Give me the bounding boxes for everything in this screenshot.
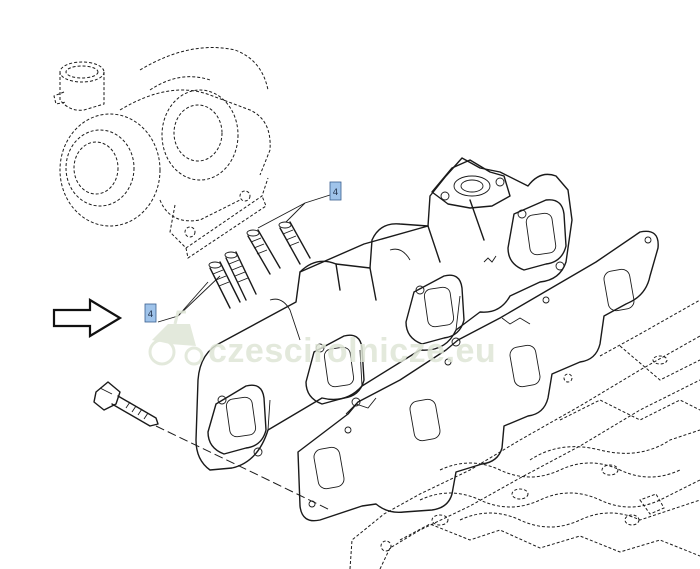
stud xyxy=(278,221,311,265)
stud xyxy=(208,261,241,309)
outline-arrow-right-icon xyxy=(52,298,123,338)
cylinder-head xyxy=(349,299,700,569)
stud xyxy=(224,251,257,301)
manifold-gasket xyxy=(297,230,659,522)
manifold-port xyxy=(405,274,465,347)
stud xyxy=(246,229,281,275)
manifold-bolt xyxy=(93,381,159,427)
gasket-port xyxy=(409,358,452,442)
callout-number: 4 xyxy=(148,310,154,320)
callout-label[interactable]: 4 xyxy=(329,181,342,201)
callout-label[interactable]: 4 xyxy=(144,303,157,323)
leader-lines xyxy=(157,194,331,323)
studs xyxy=(208,221,311,309)
gasket-port xyxy=(509,296,550,388)
callout-number: 4 xyxy=(333,188,339,198)
assembly-axis xyxy=(155,425,331,511)
manifold-port xyxy=(207,384,267,457)
watermark: czescirolnicze.eu xyxy=(148,310,496,370)
watermark-text: czescirolnicze.eu xyxy=(208,332,496,370)
turbocharger xyxy=(53,47,271,259)
manifold-port xyxy=(507,199,567,271)
gasket-port xyxy=(603,236,652,312)
tractor-logo-icon xyxy=(148,310,204,366)
manifold-port xyxy=(305,334,365,407)
exhaust-manifold xyxy=(195,157,573,471)
